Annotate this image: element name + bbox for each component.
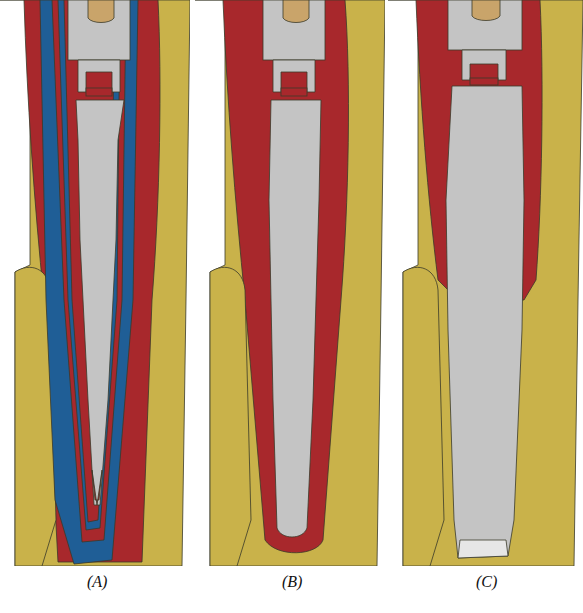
panel-label: (C) <box>476 573 497 591</box>
panel-label: (B) <box>282 573 302 591</box>
panel-label: (A) <box>87 573 107 591</box>
